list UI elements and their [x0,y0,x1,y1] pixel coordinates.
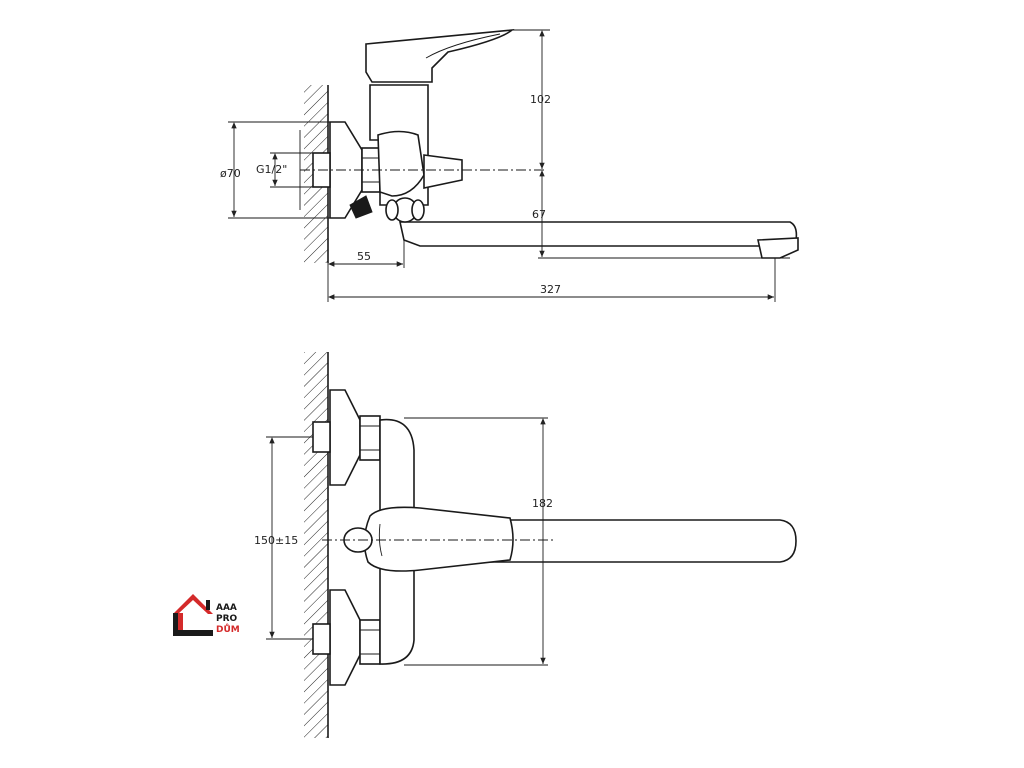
dim-inlet-spacing: 150±15 [254,534,298,547]
diverter-knob-side [423,154,463,189]
lever-handle-side [365,28,515,83]
logo-line-1: AAA [216,603,237,613]
shower-outlet [349,195,373,219]
dim-total-length: 327 [540,283,561,296]
logo-house-icon [173,594,213,614]
upper-flange [329,389,361,486]
dim-body-height: 182 [532,497,553,510]
side-view: 102 67 ø70 G1/2" 55 327 [220,28,799,302]
aerator-side [757,237,799,259]
lower-nut [359,619,381,665]
dim-wall-offset: 55 [357,250,371,263]
upper-nut [359,415,381,461]
lower-flange [329,589,361,686]
logo-line-2: PRO [216,614,238,624]
spout-side [399,221,798,247]
wall-hatch-bottom [304,352,328,738]
lever-handle-top [363,506,514,572]
dim-top-height: 102 [530,93,551,106]
dim-spout-height: 67 [532,208,546,221]
brand-logo: AAA PRO DŮM [173,594,240,636]
dim-thread: G1/2" [256,163,287,176]
logo-line-3: DŮM [216,623,240,635]
dim-flange-diameter: ø70 [220,167,241,180]
top-view: 182 150±15 [254,352,797,738]
